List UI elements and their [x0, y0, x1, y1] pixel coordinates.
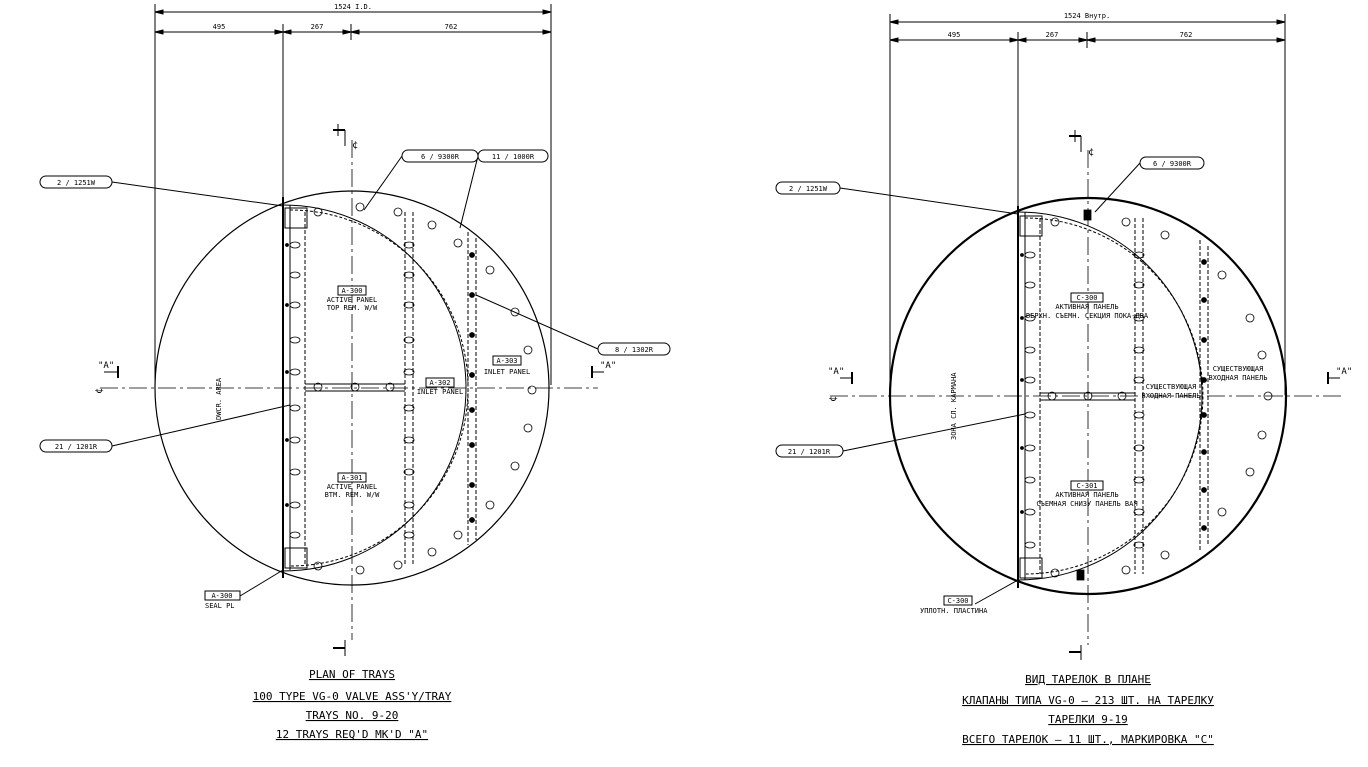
right-dim-seg1: 495 [948, 31, 961, 39]
left-dim-seg3: 762 [445, 23, 458, 31]
right-inlet-r1: СУЩЕСТВУЮЩАЯ [1213, 365, 1264, 373]
left-valve-pattern [285, 202, 537, 575]
right-dim-overall: 1524 Внутр. [1064, 12, 1110, 20]
right-tag-2: 6 / 9300R [1153, 160, 1192, 168]
right-seal-tag: C-300 [947, 597, 968, 605]
left-tag-1: 2 / 1251W [57, 179, 96, 187]
left-inlet-c: INLET PANEL [417, 388, 463, 396]
left-panel-top-l1: ACTIVE PANEL [327, 296, 378, 304]
left-panel-bot-l2: BTM. REM. W/W [325, 491, 381, 499]
right-caption-2: КЛАПАНЫ ТИПА VG-0 – 213 ШТ. НА ТАРЕЛКУ [962, 694, 1214, 707]
right-plan-view [830, 14, 1345, 660]
left-seal-tag: A-300 [211, 592, 232, 600]
right-centerline-h-mark: ¢ [828, 396, 839, 402]
right-inlet-r2: ВХОДНАЯ ПАНЕЛЬ [1208, 374, 1267, 382]
right-tag-boxes [775, 156, 1205, 606]
left-texts: 1524 I.D. 495 267 762 2 / 1251W 6 / 9300… [55, 3, 654, 741]
left-tag-boxes [39, 149, 671, 601]
left-section-a-right: "A" [600, 361, 616, 371]
left-tag-5: 21 / 1201R [55, 443, 98, 451]
right-panel-bot-tag: C-301 [1076, 482, 1097, 490]
right-section-a-right: "A" [1336, 367, 1352, 377]
left-inlet-r: INLET PANEL [484, 368, 530, 376]
left-caption-4: 12 TRAYS REQ'D MK'D "A" [276, 728, 428, 741]
right-panel-top-l1: АКТИВНАЯ ПАНЕЛЬ [1055, 303, 1118, 311]
right-tag-1: 2 / 1251W [789, 185, 828, 193]
right-panel-top-l2: ВЕРХН. СЪЕМН. СЕКЦИЯ ПОКА-ДВА [1026, 312, 1149, 320]
left-plan-view [100, 4, 604, 656]
left-tag-3: 11 / 1000R [492, 153, 535, 161]
right-caption-1: ВИД ТАРЕЛОК В ПЛАНЕ [1025, 673, 1151, 686]
right-caption-4: ВСЕГО ТАРЕЛОК – 11 ШТ., МАРКИРОВКА "С" [962, 733, 1214, 746]
left-centerline-mark: ¢ [352, 140, 358, 151]
left-section-a-left: "A" [98, 361, 114, 371]
left-panel-bot-l1: ACTIVE PANEL [327, 483, 378, 491]
right-caption-3: ТАРЕЛКИ 9-19 [1048, 713, 1127, 726]
right-dim-seg2: 267 [1046, 31, 1059, 39]
left-dim-seg2: 267 [311, 23, 324, 31]
right-panel-top-tag: C-300 [1076, 294, 1097, 302]
left-dim-seg1: 495 [213, 23, 226, 31]
right-tag-5: 21 / 1201R [788, 448, 831, 456]
left-panel-bot-tag: A-301 [341, 474, 362, 482]
left-centerline-h-mark: ¢ [94, 388, 105, 394]
right-dim-seg3: 762 [1180, 31, 1193, 39]
left-caption-2: 100 TYPE VG-0 VALVE ASS'Y/TRAY [253, 690, 452, 703]
right-valve-pattern [1020, 209, 1273, 581]
right-seal-label: УПЛОТН. ПЛАСТИНА [920, 607, 988, 615]
left-inlet-r-tag: A-303 [496, 357, 517, 365]
left-panel-top-tag: A-300 [341, 287, 362, 295]
right-texts: 1524 Внутр. 495 267 762 2 / 1251W 6 / 93… [788, 12, 1352, 746]
right-inlet-c1: СУЩЕСТВУЮЩАЯ [1146, 383, 1197, 391]
left-panel-top-l2: TOP REM. W/W [327, 304, 378, 312]
right-section-a-left: "A" [828, 367, 844, 377]
left-downcomer-label: DWCR. AREA [215, 377, 223, 420]
right-centerline-mark: ¢ [1088, 147, 1094, 158]
right-downcomer-label: ЗОНА СЛ. КАРМАНА [950, 372, 958, 440]
left-caption-3: TRAYS NO. 9-20 [306, 709, 399, 722]
left-inlet-c-tag: A-302 [429, 379, 450, 387]
left-tag-2: 6 / 9300R [421, 153, 460, 161]
right-panel-bot-l1: АКТИВНАЯ ПАНЕЛЬ [1055, 491, 1118, 499]
right-inlet-c2: ВХОДНАЯ ПАНЕЛЬ [1141, 392, 1200, 400]
left-tag-4: 8 / 1302R [615, 346, 654, 354]
right-panel-bot-l2: СЪЕМНАЯ СНИЗУ ПАНЕЛЬ ВАЯ [1036, 500, 1137, 508]
left-caption-1: PLAN OF TRAYS [309, 668, 395, 681]
left-dim-overall: 1524 I.D. [334, 3, 372, 11]
left-seal-label: SEAL PL [205, 602, 235, 610]
